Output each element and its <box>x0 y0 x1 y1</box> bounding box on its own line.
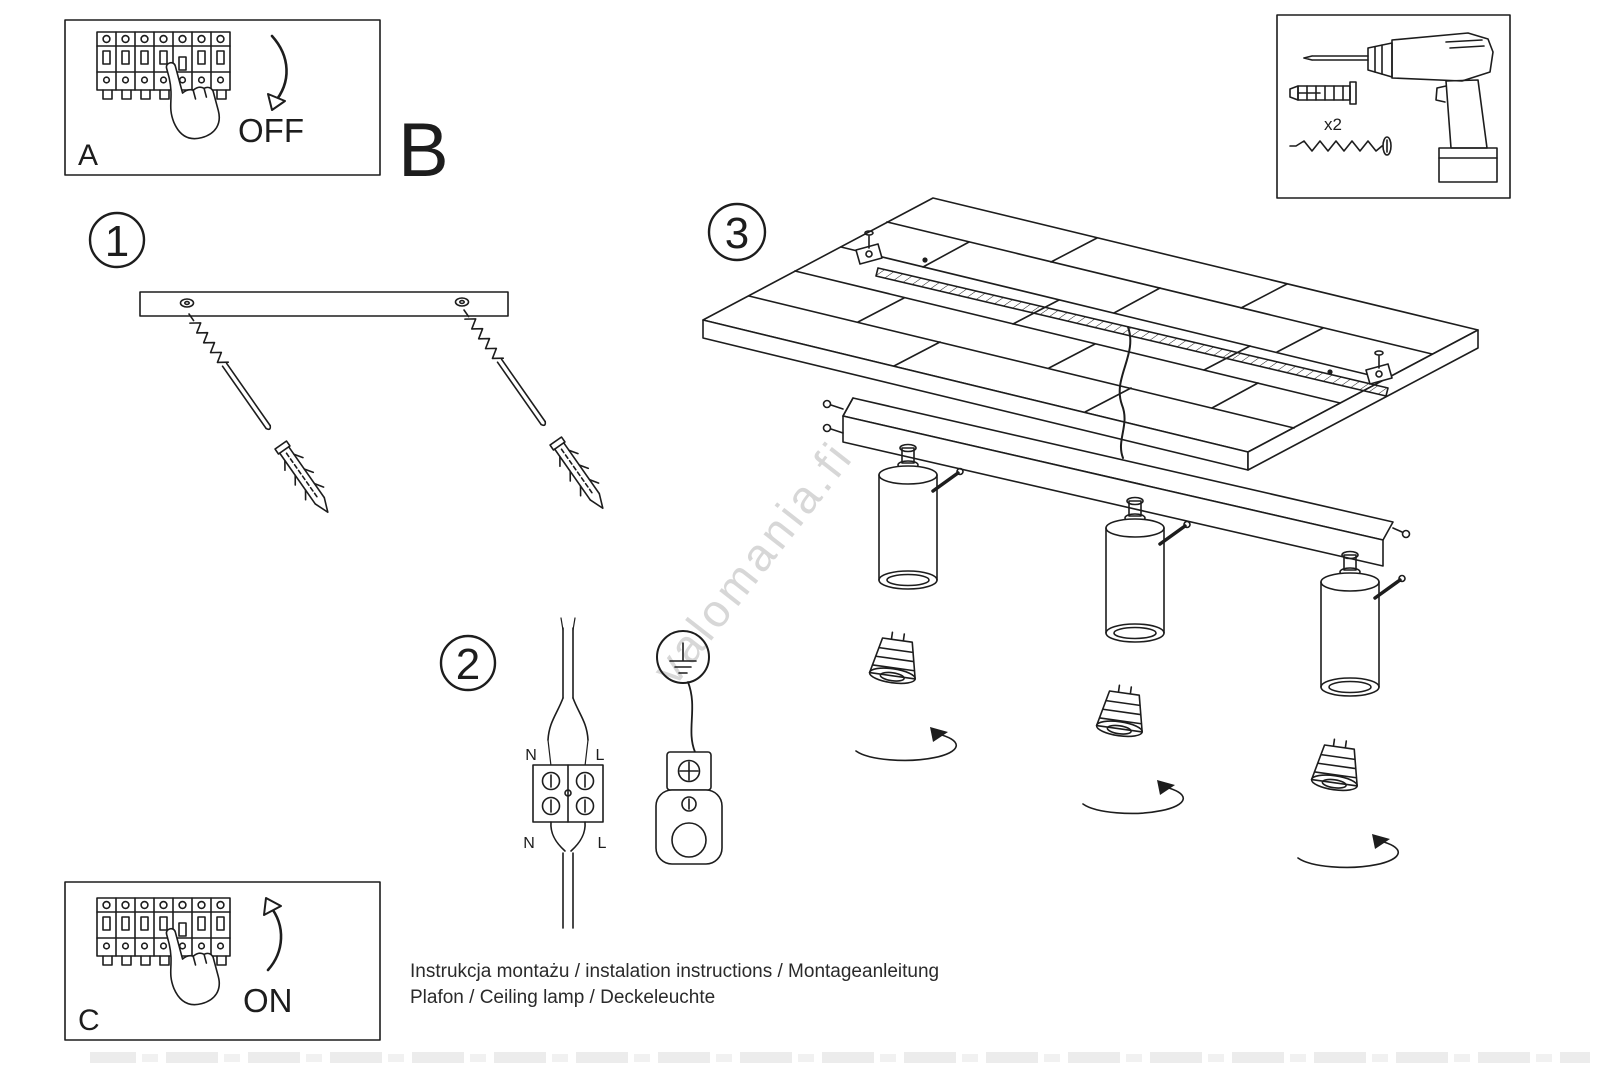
spotlight-1 <box>854 442 965 763</box>
step-2-wiring: 2 N L N <box>439 617 723 929</box>
panel-a-power-off: A OFF <box>64 19 381 176</box>
watermark: valomania.fi <box>642 431 864 694</box>
off-label: OFF <box>238 112 304 149</box>
terminal-n-top-label: N <box>525 747 537 764</box>
step-1-number: 1 <box>105 217 129 266</box>
step-2-number: 2 <box>456 640 480 689</box>
spotlight-3 <box>1296 549 1407 870</box>
wall-plug-icon <box>1289 81 1357 105</box>
terminal-wiring-diagram <box>532 617 604 929</box>
footer-line-1: Instrukcja montażu / instalation instruc… <box>410 961 939 982</box>
plug-quantity-label: x2 <box>1324 115 1342 134</box>
mounting-bar <box>139 291 509 317</box>
panel-c-power-on: C ON <box>64 881 381 1041</box>
step-3-number: 3 <box>725 209 749 258</box>
on-arrow-icon <box>263 897 283 972</box>
footer-line-2: Plafon / Ceiling lamp / Deckeleuchte <box>410 987 715 1008</box>
mounting-rail <box>855 230 1393 397</box>
off-arrow-icon <box>267 34 288 111</box>
watermark-text: valomania.fi <box>642 431 864 694</box>
lamp-base <box>822 397 1411 567</box>
section-b-label: B <box>398 108 449 193</box>
earth-clamp <box>655 681 723 865</box>
screw-anchor-right <box>454 302 613 516</box>
tools-box: x2 <box>1276 14 1511 199</box>
spotlight-2 <box>1081 495 1192 816</box>
terminal-n-bottom-label: N <box>523 835 535 852</box>
footer: Instrukcja montażu / instalation instruc… <box>410 961 939 1008</box>
screw-icon <box>1289 136 1392 156</box>
step-3-assembly: 3 <box>702 197 1479 870</box>
box-a-label: A <box>78 139 98 172</box>
bottom-watermark-strip <box>90 1051 1590 1066</box>
drill-icon <box>1303 32 1498 183</box>
box-c-label: C <box>78 1004 100 1037</box>
terminal-l-bottom-label: L <box>598 835 607 852</box>
on-label: ON <box>243 982 293 1019</box>
terminal-l-top-label: L <box>596 747 605 764</box>
earth-ground-symbol <box>656 630 710 684</box>
step-1-mounting: 1 <box>88 211 613 520</box>
screw-anchor-left <box>179 306 338 520</box>
ceiling-panel <box>702 197 1479 471</box>
supply-wire <box>1118 326 1132 459</box>
